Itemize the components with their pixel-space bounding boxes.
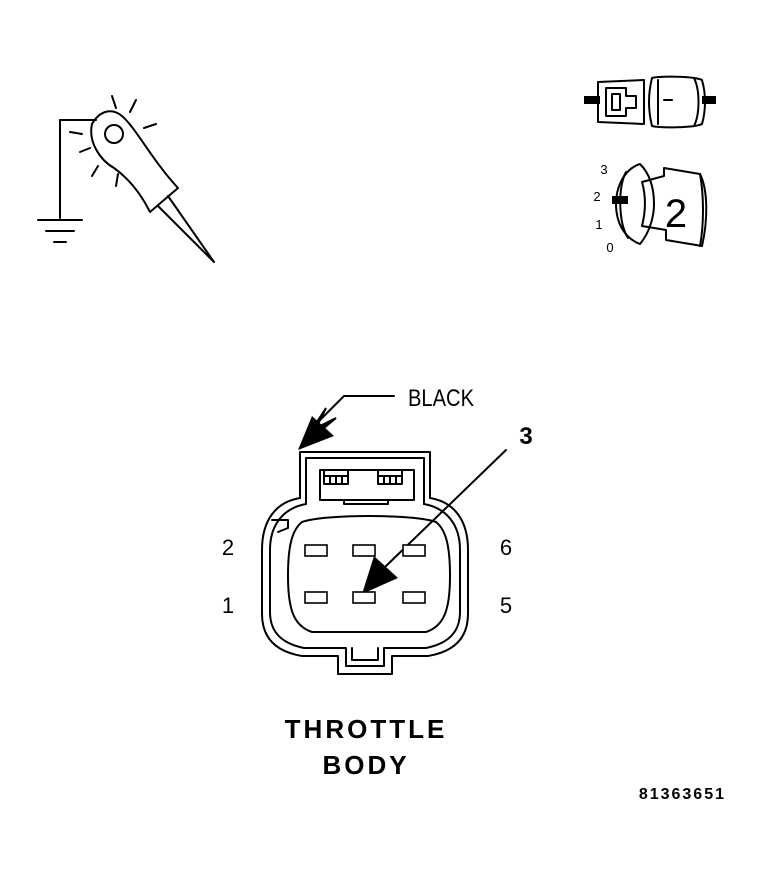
dial-label-3: 3 <box>600 162 607 177</box>
pin-2-terminal <box>304 544 328 557</box>
caption-line-1: THROTTLE <box>285 714 448 744</box>
throttle-body-connector: 2 1 6 5 <box>222 451 512 675</box>
pin-3-terminal <box>352 591 376 604</box>
dial-label-2: 2 <box>593 189 600 204</box>
pin-1-terminal <box>304 591 328 604</box>
pin-label-1: 1 <box>222 593 234 618</box>
connector-caption: THROTTLE BODY <box>285 714 448 780</box>
pin-label-6: 6 <box>500 535 512 560</box>
key-position-badge: 2 <box>665 192 687 236</box>
ignition-key-position-icon: 3 2 1 0 2 <box>593 162 708 255</box>
black-callout: BLACK <box>298 385 474 450</box>
dial-label-0: 0 <box>606 240 613 255</box>
pin-5-terminal <box>402 591 426 604</box>
connector-disconnect-icon <box>584 75 716 129</box>
pin-label-2: 2 <box>222 535 234 560</box>
test-light-ground-icon <box>37 95 215 263</box>
caption-line-2: BODY <box>322 750 409 780</box>
dial-label-1: 1 <box>595 217 602 232</box>
figure-id: 81363651 <box>639 786 726 803</box>
pin-6-terminal <box>402 544 426 557</box>
pin3-label: 3 <box>519 423 532 450</box>
pin-4-terminal <box>352 544 376 557</box>
pin3-callout: 3 <box>362 423 533 594</box>
pin-label-5: 5 <box>500 593 512 618</box>
black-label: BLACK <box>408 385 474 412</box>
